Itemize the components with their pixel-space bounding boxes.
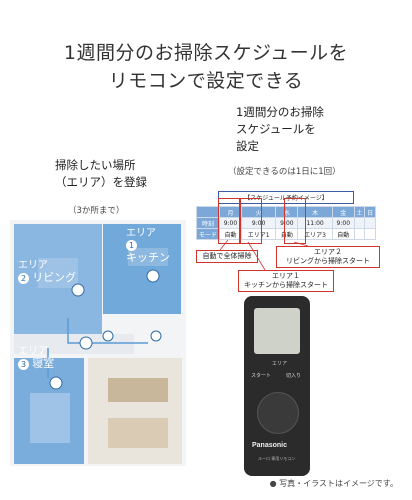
day-cell: 金 (331, 206, 355, 218)
schedule-note: （設定できるのは1日に1回） (228, 167, 341, 177)
callout-connectors (219, 239, 309, 271)
time-cell (353, 217, 366, 229)
callout-area1-line-1: エリア１ (272, 272, 300, 280)
area1-label: エリア 1 キッチン (126, 228, 170, 264)
area1-label-text: エリア (126, 228, 156, 239)
headline-line-1: 1週間分のお掃除スケジュールを (63, 42, 349, 64)
mode-cell: 自動 (275, 228, 299, 240)
remote-small-text: エリア (272, 361, 288, 367)
schedule-days-row: 月 火 水 木 金 土 日 (196, 206, 376, 218)
time-cell: 9:00 (275, 217, 299, 229)
area-label: 掃除したい場所 （エリア）を登録 (55, 157, 147, 191)
footnote: ● 写真・イラストはイメージです。 (269, 479, 398, 488)
schedule-label-line-2: スケジュールを (236, 122, 316, 136)
remote-model-text: ルーロ 専用リモコン (258, 456, 296, 461)
area1-name: キッチン (126, 251, 170, 264)
mode-cell: エリア1 (240, 228, 277, 240)
time-row-label: 時刻 (196, 217, 220, 229)
area2-number-badge: 2 (18, 273, 29, 284)
schedule-label-line-1: 1週間分のお掃除 (236, 105, 324, 119)
highlight-monday (218, 198, 240, 244)
day-cell: 水 (275, 206, 299, 218)
remote-lcd (254, 308, 300, 354)
area2-label: エリア 2 リビング (18, 260, 76, 285)
floor-plan: エリア 1 キッチン エリア 2 リビング エリア 3 寝室 (8, 218, 188, 468)
callout-area1: エリア１ キッチンから掃除スタート (238, 270, 334, 292)
schedule-table: 【スケジュール予約イメージ】 月 火 水 木 金 土 日 時刻 9:00 9:0… (196, 191, 376, 240)
area1-number-badge: 1 (126, 240, 137, 251)
schedule-label: 1週間分のお掃除 スケジュールを 設定 (236, 104, 324, 155)
area-note: （3か所まで） (68, 206, 125, 216)
schedule-label-line-3: 設定 (236, 139, 259, 153)
day-cell: 日 (364, 206, 376, 218)
highlight-tuesday (240, 198, 262, 244)
mode-cell (364, 228, 376, 240)
area3-label: エリア 3 寝室 (18, 346, 54, 371)
area2-name: リビング (32, 271, 77, 284)
mode-cell: 自動 (331, 228, 355, 240)
area3-name: 寝室 (32, 357, 55, 370)
highlight-thursday (284, 198, 306, 244)
remote-dpad[interactable] (257, 392, 299, 434)
area-label-line-2: （エリア）を登録 (55, 175, 147, 189)
day-cell: 土 (353, 206, 366, 218)
callout-area2-line-1: エリア２ (314, 248, 342, 256)
time-cell: 11:00 (297, 217, 333, 229)
area2-label-text: エリア (18, 260, 48, 271)
headline-line-2: リモコンで設定できる (108, 70, 304, 92)
area-label-line-1: 掃除したい場所 (55, 158, 136, 172)
callout-auto: 自動で全体掃除 (196, 250, 258, 263)
callout-area2-line-2: リビングから掃除スタート (286, 257, 370, 265)
mode-row-label: モード (196, 228, 220, 240)
callout-area1-line-2: キッチンから掃除スタート (244, 281, 328, 289)
time-cell: 9:00 (331, 217, 355, 229)
time-cell (364, 217, 376, 229)
remote-brand-logo: Panasonic (252, 442, 288, 449)
remote-start-button[interactable]: スタート (251, 373, 272, 379)
area3-label-text: エリア (18, 346, 48, 357)
remote-power-button[interactable]: 切入り (286, 373, 302, 379)
floor-plan-illustration (10, 220, 186, 466)
callout-area2: エリア２ リビングから掃除スタート (276, 246, 380, 268)
area3-number-badge: 3 (18, 359, 29, 370)
remote-control: エリア スタート 切入り Panasonic ルーロ 専用リモコン (244, 296, 310, 476)
schedule-time-row: 時刻 9:00 9:00 9:00 11:00 9:00 (196, 217, 376, 229)
